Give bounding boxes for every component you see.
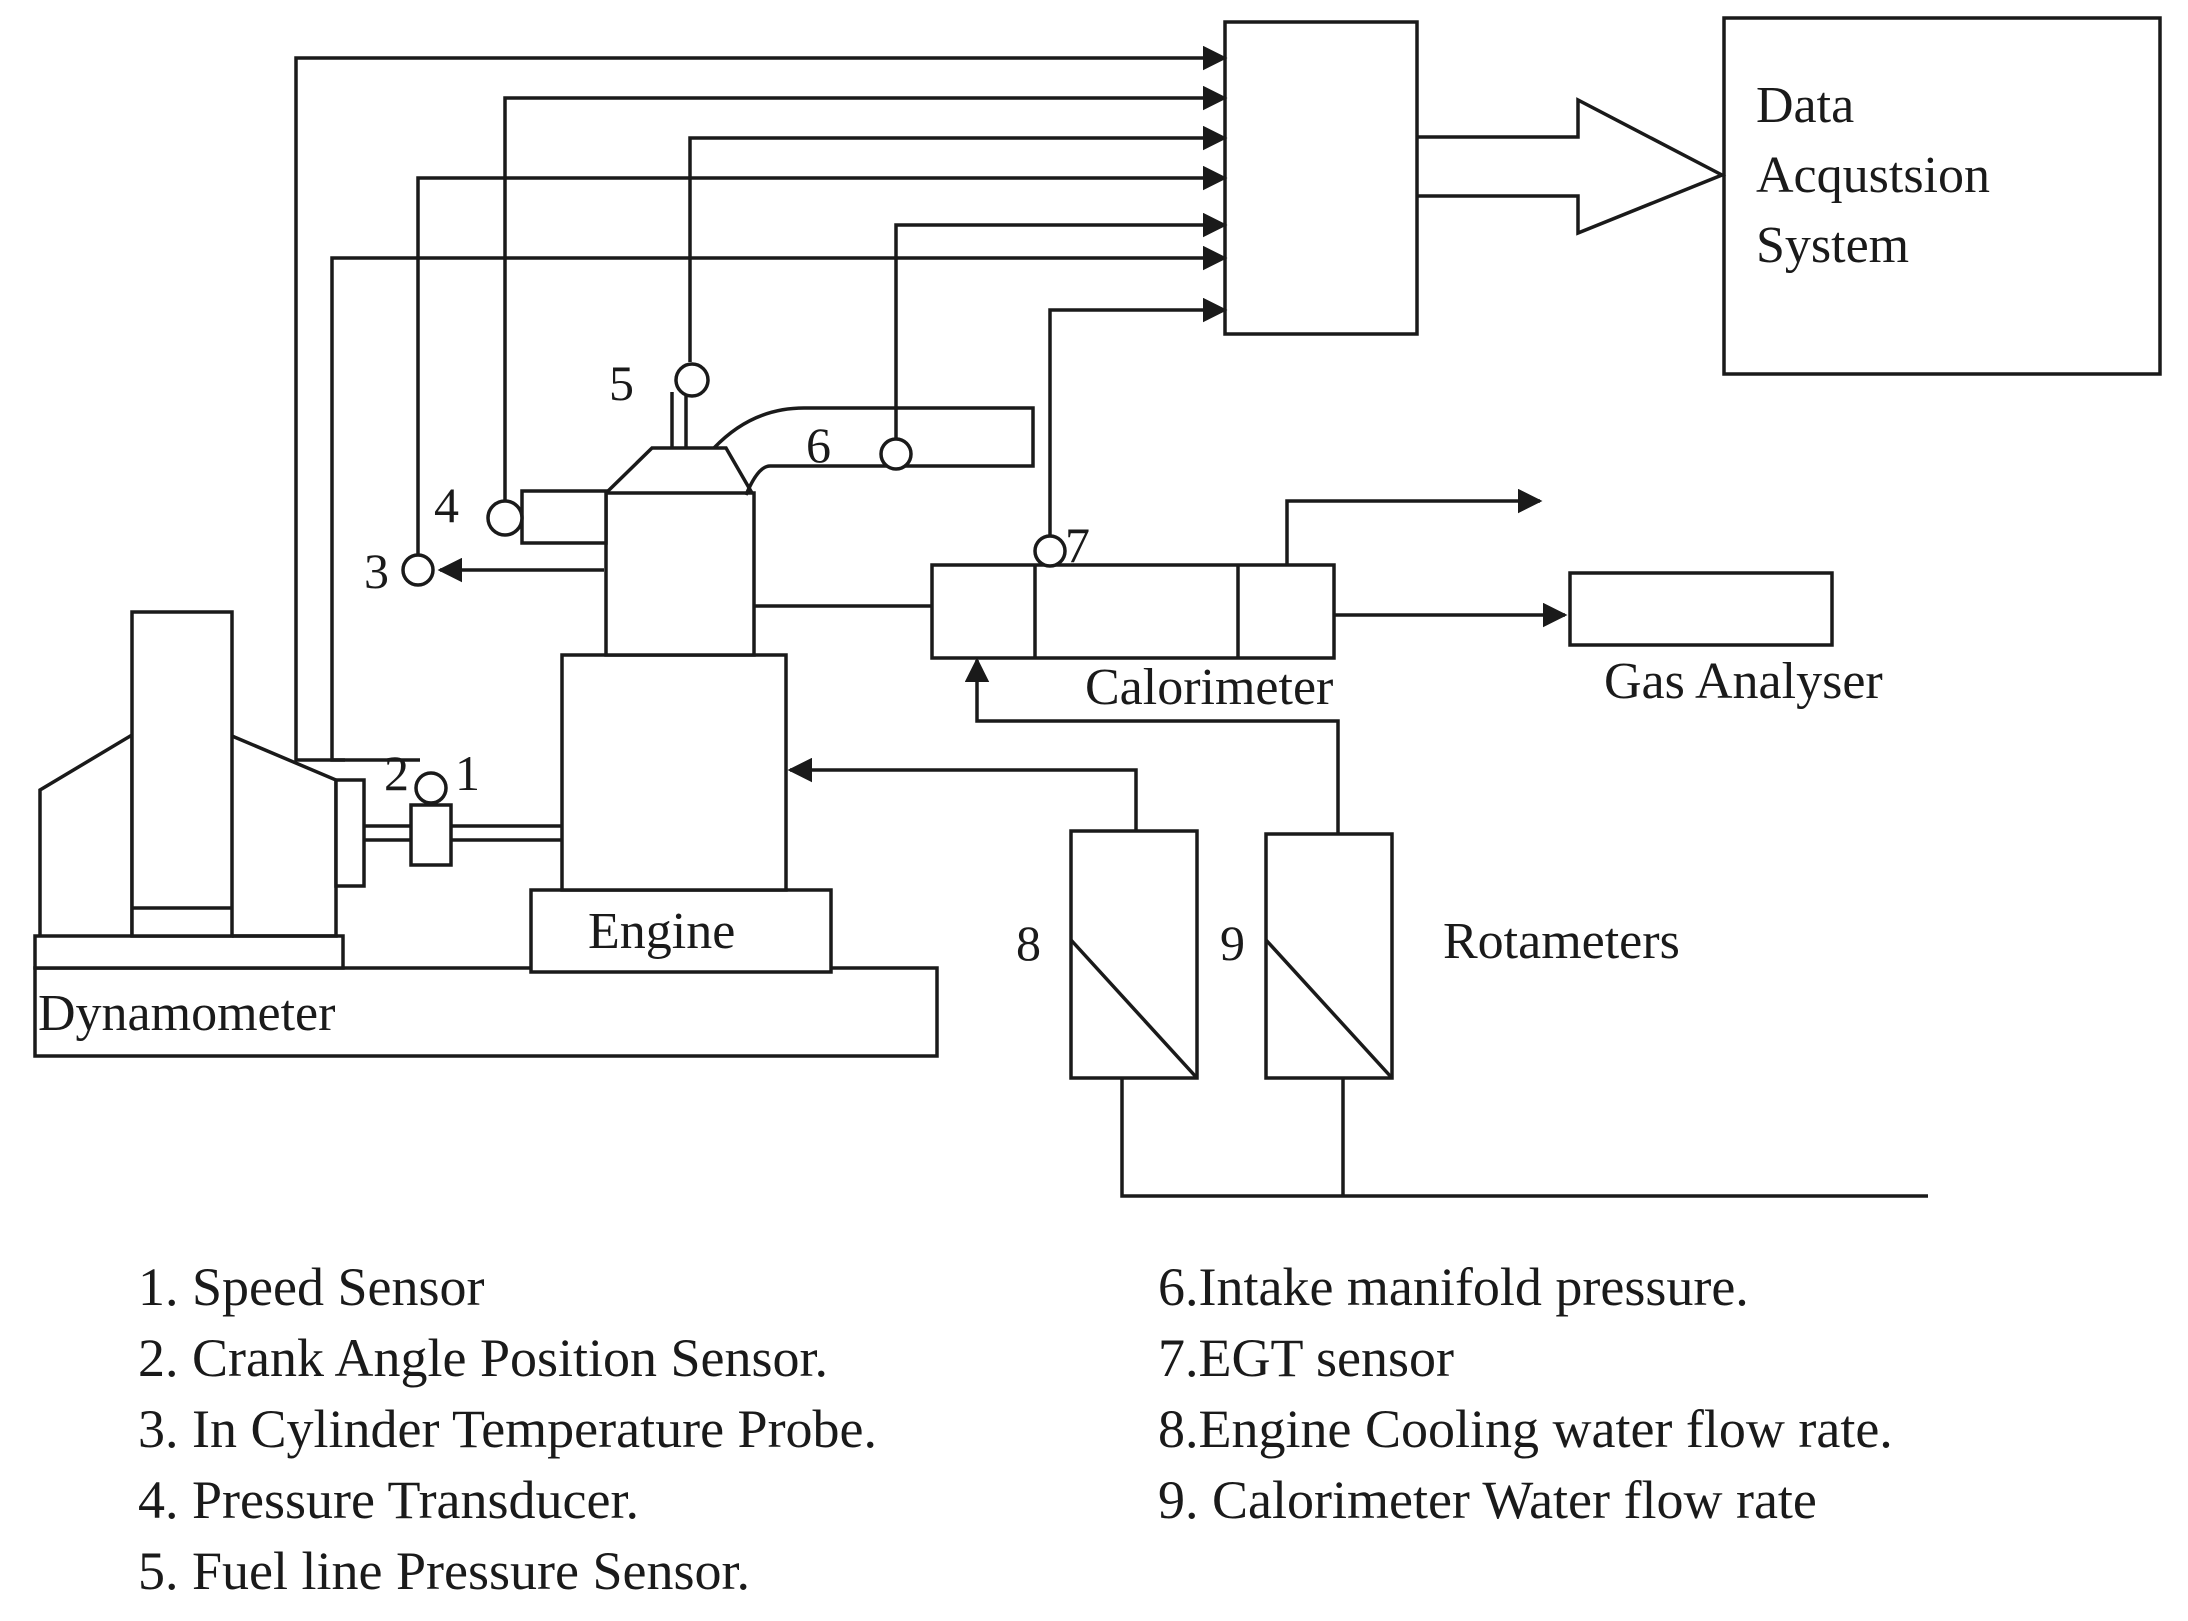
- gas-analyser-box: [1568, 571, 1834, 647]
- engine-head: [604, 446, 754, 495]
- legend-item-5: 5. Fuel line Pressure Sensor.: [138, 1541, 750, 1601]
- engine-crankcase: [560, 653, 788, 892]
- signal-line-pressure-transducer: [496, 85, 1228, 520]
- sensor-number-9: 9: [1220, 915, 1245, 971]
- sensor-number-2: 2: [384, 745, 409, 801]
- data-acquisition-label-line1: Data: [1756, 77, 1854, 134]
- sensor-number-7: 7: [1065, 517, 1090, 573]
- signal-line-speed: [294, 45, 1228, 762]
- signal-conditioning-box: [1223, 20, 1419, 336]
- data-acquisition-label-line3: System: [1756, 217, 1909, 274]
- pressure-transducer-body: [520, 489, 608, 545]
- rotameter-8-float: [1069, 938, 1199, 1080]
- sensor-number-8: 8: [1016, 915, 1041, 971]
- signal-line-fuel-pressure: [688, 125, 1228, 362]
- legend-item-6: 6.Intake manifold pressure.: [1158, 1257, 1749, 1317]
- legend-right: 6.Intake manifold pressure. 7.EGT sensor…: [1158, 1252, 1893, 1536]
- engine-cylinder: [604, 491, 756, 657]
- legend-item-7: 7.EGT sensor: [1158, 1328, 1454, 1388]
- signal-line-temperature-probe: [416, 165, 1228, 570]
- rotameter-8: [1069, 829, 1199, 1080]
- sensor-number-6: 6: [806, 417, 831, 473]
- shaft-coupling: [409, 803, 453, 867]
- sensor-number-1: 1: [455, 745, 480, 801]
- sensor-number-5: 5: [609, 355, 634, 411]
- legend-item-1: 1. Speed Sensor: [138, 1257, 485, 1317]
- cooling-water-to-engine: [787, 757, 1138, 831]
- water-to-calorimeter: [964, 657, 1340, 834]
- dynamometer-flange: [334, 778, 366, 888]
- dynamometer-label: Dynamometer: [38, 985, 335, 1042]
- crank-angle-sensor-icon: [414, 771, 448, 805]
- intake-pressure-sensor-icon: [879, 437, 913, 471]
- data-acquisition-system-box: [1722, 16, 2162, 376]
- rotameters-label: Rotameters: [1443, 913, 1680, 970]
- legend-item-2: 2. Crank Angle Position Sensor.: [138, 1328, 829, 1388]
- sensor-number-4: 4: [434, 477, 459, 533]
- legend-left: 1. Speed Sensor 2. Crank Angle Position …: [138, 1252, 877, 1607]
- rotameter-9-float: [1264, 938, 1394, 1080]
- engine-label: Engine: [588, 903, 735, 960]
- dynamometer-base: [33, 966, 939, 1058]
- fuel-pressure-sensor-icon: [674, 362, 710, 398]
- legend-item-9: 9. Calorimeter Water flow rate: [1158, 1470, 1817, 1530]
- legend-item-3: 3. In Cylinder Temperature Probe.: [138, 1399, 878, 1459]
- temperature-probe-icon: [401, 553, 435, 587]
- data-transfer-arrow: [1417, 97, 1727, 236]
- dynamometer-mount: [33, 934, 345, 970]
- signal-line-egt: [1048, 297, 1228, 536]
- signal-line-intake-pressure: [894, 212, 1228, 441]
- sensor-number-3: 3: [364, 543, 389, 599]
- calorimeter-label: Calorimeter: [1085, 659, 1333, 716]
- calorimeter-water-out: [1285, 488, 1543, 565]
- dynamometer-column: [130, 610, 234, 938]
- egt-sensor-icon: [1033, 534, 1067, 568]
- legend-item-4: 4. Pressure Transducer.: [138, 1470, 639, 1530]
- calorimeter-body: [930, 563, 1336, 660]
- legend-item-8: 8.Engine Cooling water flow rate.: [1158, 1399, 1893, 1459]
- pressure-transducer-icon: [486, 499, 524, 537]
- signal-line-crank-angle: [330, 245, 1228, 762]
- dynamometer-body-right: [231, 734, 338, 938]
- rotameter-9: [1264, 832, 1394, 1080]
- data-acquisition-label-line2: Acqustsion: [1756, 147, 1990, 204]
- engine-base: [529, 888, 833, 974]
- intake-manifold: [712, 406, 1035, 496]
- dynamometer-body: [38, 731, 134, 936]
- gas-analyser-label: Gas Analyser: [1604, 653, 1883, 710]
- water-supply-line: [1120, 1078, 1928, 1198]
